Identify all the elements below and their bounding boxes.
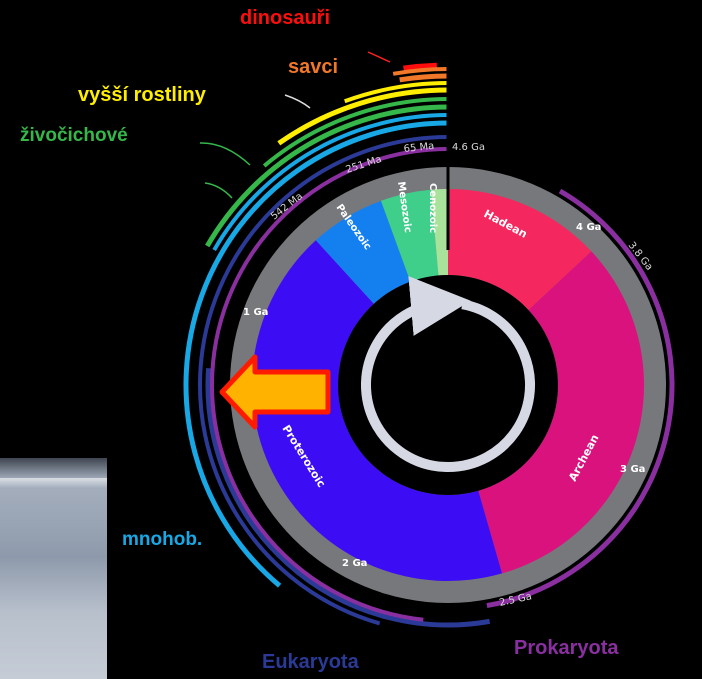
arc-extra-3 [393, 69, 448, 74]
tick-4-6ga: 4.6 Ga [452, 142, 485, 153]
label-2ga: 2 Ga [342, 558, 367, 569]
label-4ga: 4 Ga [576, 222, 601, 233]
label-vyssi-rostliny: vyšší rostliny [78, 84, 207, 106]
leader-vyssi [285, 95, 310, 108]
label-prokaryota: Prokaryota [514, 637, 619, 659]
arc-savci [400, 76, 448, 80]
label-eukaryota: Eukaryota [262, 651, 360, 673]
leader-zivocichove-2 [205, 183, 232, 198]
leader-zivocichove [200, 143, 250, 165]
era-cenozoic: Cenozoic [427, 183, 438, 233]
label-savci: savci [288, 56, 338, 78]
label-mnohob: mnohob. [122, 529, 202, 550]
label-zivocichove: živočichové [20, 125, 128, 146]
center-core [338, 275, 558, 495]
label-3ga: 3 Ga [620, 464, 645, 475]
tick-65ma: 65 Ma [403, 141, 435, 155]
label-1ga: 1 Ga [243, 307, 268, 318]
label-dinosauri: dinosauři [240, 7, 330, 29]
leader-dinosauri [368, 52, 390, 62]
